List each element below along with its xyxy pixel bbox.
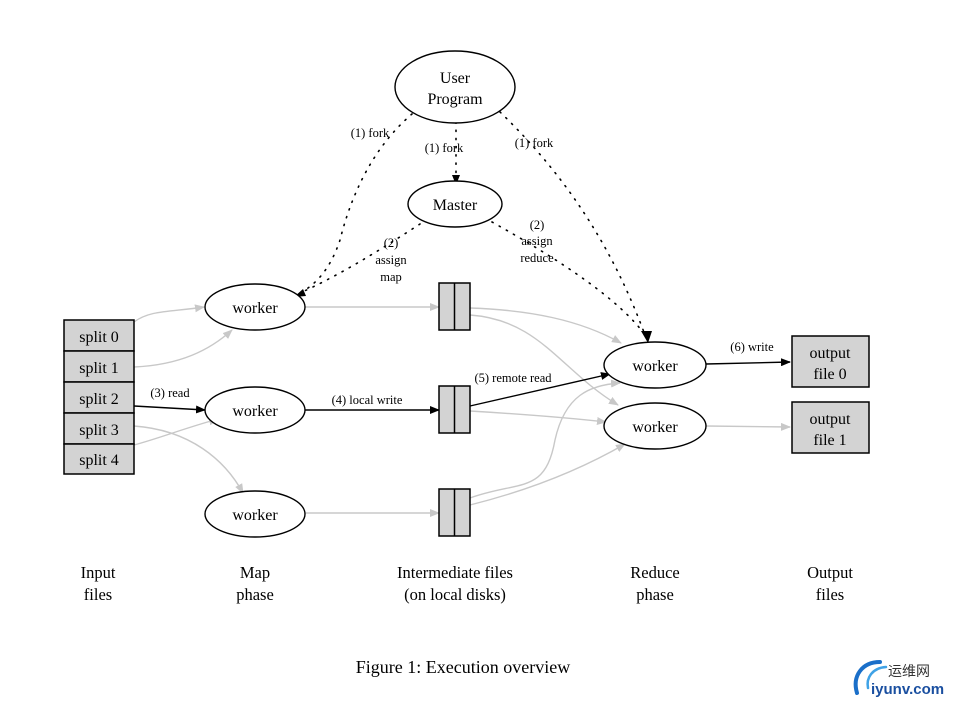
edge-fork-to-reduce-worker [499, 111, 646, 336]
split-label-3: split 3 [79, 422, 119, 439]
map-worker-2: worker [204, 386, 306, 434]
label-assign-map-2: assign [375, 253, 407, 267]
reduce-worker-1: worker [603, 341, 707, 389]
map-worker-3-label: worker [232, 507, 278, 524]
figure-caption: Figure 1: Execution overview [356, 657, 570, 677]
split-box-1 [63, 350, 135, 383]
split-label-1: split 1 [79, 360, 119, 377]
output-file-1-line2: file 1 [813, 432, 846, 449]
user-program-node: User Program [394, 50, 516, 124]
output-file-1-line1: output [810, 411, 851, 428]
output-file-1: output file 1 [791, 401, 870, 454]
split-label-4: split 4 [79, 452, 119, 469]
output-file-0-line2: file 0 [813, 366, 846, 383]
phase-map-line1: Map [240, 563, 270, 582]
watermark-cn-text: 运维网 [888, 664, 930, 680]
map-worker-2-label: worker [232, 403, 278, 420]
split-label-2: split 2 [79, 391, 119, 408]
edge-split0-to-worker1 [133, 304, 205, 323]
label-assign-map-1: (2) [384, 236, 399, 250]
phase-intermediate-line1: Intermediate files [397, 563, 513, 582]
reduce-worker-2: worker [603, 402, 707, 450]
phase-output-line2: files [816, 585, 844, 604]
intermediate-file-3 [438, 488, 471, 537]
edge-file3-to-reduce2 [469, 443, 626, 506]
edge-file2-to-reduce2 [469, 410, 607, 425]
watermark-logo: 运维网 iyunv.com [853, 660, 944, 698]
edge-split1-to-worker1 [133, 329, 233, 368]
label-fork-center: (1) fork [425, 141, 464, 155]
master-label: Master [433, 197, 478, 214]
map-worker-3: worker [204, 490, 306, 538]
arrowhead-reduce-worker [641, 331, 652, 343]
reduce-worker-2-label: worker [632, 419, 678, 436]
edge-assign-reduce [491, 221, 646, 336]
split-box-4 [63, 443, 135, 475]
label-write: (6) write [730, 340, 774, 354]
phase-reduce-line2: phase [636, 585, 674, 604]
label-assign-reduce-1: (2) [530, 218, 545, 232]
edge-split4-to-worker2 [133, 417, 219, 446]
user-program-label-line1: User [440, 70, 471, 87]
user-program-label-line2: Program [427, 91, 483, 108]
phase-output-line1: Output [807, 563, 853, 582]
phase-reduce-line1: Reduce [630, 563, 679, 582]
watermark-site: iyunv.com [871, 681, 944, 698]
map-worker-1: worker [204, 283, 306, 331]
phase-input-line1: Input [81, 563, 116, 582]
edge-reduce2-to-output1 [705, 422, 791, 431]
phase-input-line2: files [84, 585, 112, 604]
intermediate-file-1 [438, 282, 471, 331]
arrowhead-fork-master [452, 175, 460, 185]
split-label-0: split 0 [79, 329, 119, 346]
label-remote-read: (5) remote read [474, 371, 552, 385]
output-file-0: output file 0 [791, 335, 870, 388]
output-file-0-line1: output [810, 345, 851, 362]
edge-reduce1-write [705, 358, 791, 367]
edge-file2-remote-read [469, 372, 611, 407]
label-fork-right: (1) fork [515, 136, 554, 150]
edge-file1-to-reduce2 [469, 314, 619, 406]
label-read: (3) read [150, 386, 190, 400]
edge-split3-to-worker3 [133, 425, 244, 494]
edge-split2-read [133, 405, 206, 414]
label-local-write: (4) local write [332, 393, 403, 407]
master-node: Master [407, 180, 503, 228]
reduce-worker-1-label: worker [632, 358, 678, 375]
logo-swoosh-icon [853, 660, 882, 695]
edge-file3-to-reduce1 [469, 379, 621, 499]
intermediate-file-2 [438, 385, 471, 434]
edge-fork-to-map-worker [299, 113, 413, 294]
input-splits: split 0 split 1 split 2 split 3 split 4 [63, 319, 135, 475]
split-box-0 [63, 319, 135, 352]
edge-file1-to-reduce1 [469, 307, 622, 344]
logo-swoosh-inner-icon [866, 665, 888, 690]
edge-assign-map [299, 223, 421, 294]
map-worker-1-label: worker [232, 300, 278, 317]
label-assign-reduce-3: reduce [520, 251, 554, 265]
label-assign-map-3: map [380, 270, 402, 284]
phase-map-line2: phase [236, 585, 274, 604]
split-box-3 [63, 412, 135, 445]
phase-intermediate-line2: (on local disks) [404, 585, 506, 604]
label-assign-reduce-2: assign [521, 234, 553, 248]
label-fork-left: (1) fork [351, 126, 390, 140]
